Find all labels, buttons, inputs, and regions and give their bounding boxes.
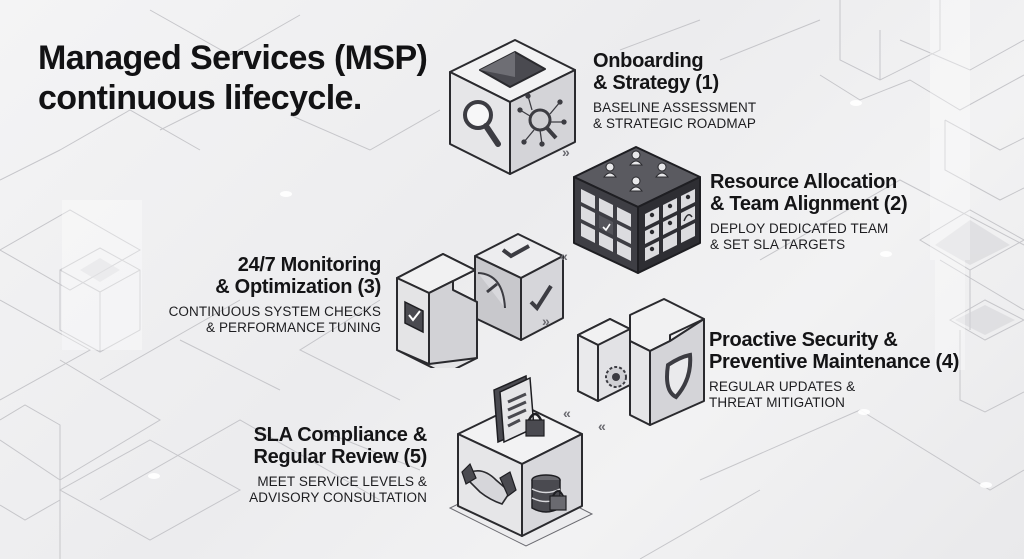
page-title: Managed Services (MSP) continuous lifecy… <box>38 38 428 118</box>
step-5-cube <box>448 374 594 547</box>
step-4-subtitle: REGULAR UPDATES & THREAT MITIGATION <box>709 379 856 410</box>
step-5-subtitle: MEET SERVICE LEVELS & ADVISORY CONSULTAT… <box>249 474 427 505</box>
step-2-cube <box>573 146 701 274</box>
grid-check-icon <box>602 223 611 232</box>
magnifier-icon <box>463 100 501 147</box>
step-1-subtitle: BASELINE ASSESSMENT & STRATEGIC ROADMAP <box>593 100 757 131</box>
flow-arrow-return: « <box>598 418 606 434</box>
step-5-heading: SLA Compliance & Regular Review (5) <box>253 424 427 468</box>
handshake-icon <box>461 462 517 505</box>
flow-arrow-2-3: « <box>560 248 568 264</box>
step-1-cube <box>449 39 576 175</box>
gauge-icon <box>477 272 506 309</box>
title-line-2: continuous lifecycle. <box>38 79 362 117</box>
fingerprint-network-icon <box>517 93 567 147</box>
flow-arrow-1-2: » <box>562 144 570 160</box>
step-1-label: Onboarding & Strategy (1) BASELINE ASSES… <box>593 50 756 131</box>
step-5-label: SLA Compliance & Regular Review (5) MEET… <box>249 424 427 505</box>
step-4-heading: Proactive Security & Preventive Maintena… <box>709 329 960 373</box>
checkmark-side-icon <box>529 284 553 312</box>
checkbox-icon <box>404 300 424 334</box>
headset-icon <box>683 214 693 222</box>
gear-icon <box>605 366 627 388</box>
locked-database-icon <box>531 474 567 513</box>
step-3-cubes <box>396 233 564 368</box>
shield-icon <box>665 352 693 400</box>
title-line-1: Managed Services (MSP) <box>38 39 428 77</box>
step-1-heading: Onboarding & Strategy (1) <box>593 50 719 94</box>
step-3-subtitle: CONTINUOUS SYSTEM CHECKS & PERFORMANCE T… <box>168 304 381 335</box>
step-4-shape <box>577 298 705 426</box>
team-users-icon <box>602 150 670 192</box>
step-2-heading: Resource Allocation & Team Alignment (2) <box>710 171 908 215</box>
step-4-label: Proactive Security & Preventive Maintena… <box>709 329 959 410</box>
grid-checkbox-icon <box>581 189 631 261</box>
step-3-heading: 24/7 Monitoring & Optimization (3) <box>215 254 381 298</box>
flow-arrow-3-4: » <box>542 313 550 329</box>
step-3-label: 24/7 Monitoring & Optimization (3) CONTI… <box>168 254 382 335</box>
step-2-subtitle: DEPLOY DEDICATED TEAM & SET SLA TARGETS <box>710 221 889 252</box>
step-2-label: Resource Allocation & Team Alignment (2)… <box>710 171 908 252</box>
checkmark-icon <box>501 244 530 259</box>
locked-document-icon <box>493 374 545 444</box>
flow-arrow-4-5: « <box>563 405 571 421</box>
